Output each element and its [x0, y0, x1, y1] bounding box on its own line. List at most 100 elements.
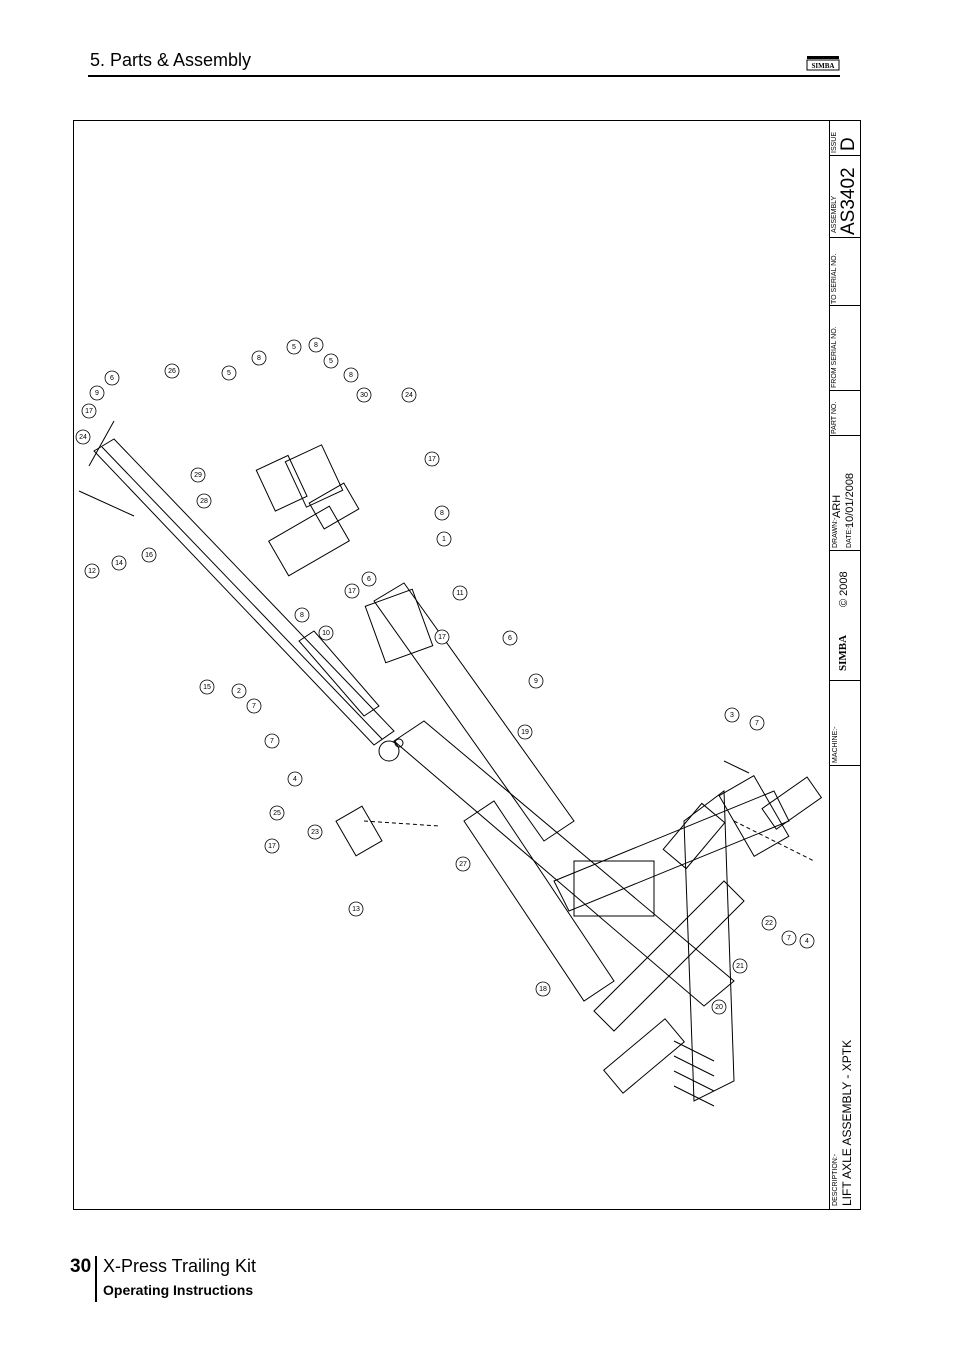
svg-text:7: 7	[755, 720, 759, 727]
callout: 24	[75, 429, 91, 445]
svg-text:5: 5	[329, 358, 333, 365]
machine-label: MACHINE:-	[832, 726, 839, 763]
callout: 7	[781, 930, 797, 946]
callout: 30	[356, 387, 372, 403]
svg-text:16: 16	[145, 552, 153, 559]
callout: 7	[264, 733, 280, 749]
issue-value: D	[838, 137, 859, 151]
svg-text:29: 29	[194, 472, 202, 479]
svg-text:18: 18	[539, 986, 547, 993]
svg-text:8: 8	[314, 342, 318, 349]
document-subtitle: Operating Instructions	[103, 1282, 254, 1298]
svg-text:22: 22	[765, 920, 773, 927]
copyright-text: © 2008	[838, 571, 850, 607]
svg-text:21: 21	[736, 963, 744, 970]
svg-text:8: 8	[349, 372, 353, 379]
part-no-cell: PART NO.	[830, 391, 861, 436]
callout: 20	[711, 999, 727, 1015]
svg-text:7: 7	[787, 935, 791, 942]
callout: 12	[84, 563, 100, 579]
svg-text:23: 23	[311, 829, 319, 836]
callout: 8	[294, 607, 310, 623]
callout: 17	[424, 451, 440, 467]
svg-text:8: 8	[440, 510, 444, 517]
svg-text:26: 26	[168, 368, 176, 375]
assembly-label: ASSEMBLY	[831, 195, 838, 233]
callout: 8	[434, 505, 450, 521]
callout: 3	[724, 707, 740, 723]
svg-text:8: 8	[300, 612, 304, 619]
callout: 5	[221, 365, 237, 381]
brand-logo-text: SIMBA	[837, 634, 849, 671]
svg-text:25: 25	[273, 810, 281, 817]
callout: 17	[434, 629, 450, 645]
svg-text:13: 13	[352, 906, 360, 913]
from-serial-label: FROM SERIAL NO.	[831, 326, 838, 388]
drawn-value: ARH	[831, 494, 843, 518]
callout: 4	[287, 771, 303, 787]
callout: 15	[199, 679, 215, 695]
callout: 28	[196, 493, 212, 509]
callout: 2	[231, 683, 247, 699]
drawing-frame	[73, 120, 861, 1210]
callout: 14	[111, 555, 127, 571]
description-label: DESCRIPTION:-	[832, 1153, 839, 1206]
part-no-label: PART NO.	[831, 401, 838, 434]
to-serial-cell: TO SERIAL NO.	[830, 238, 861, 306]
callout: 17	[264, 838, 280, 854]
svg-text:3: 3	[730, 712, 734, 719]
svg-text:10: 10	[322, 630, 330, 637]
svg-text:9: 9	[534, 678, 538, 685]
brand-cell: © 2008 SIMBA	[830, 551, 861, 681]
callout: 9	[528, 673, 544, 689]
svg-text:9: 9	[95, 390, 99, 397]
svg-text:7: 7	[270, 738, 274, 745]
callout: 6	[361, 571, 377, 587]
page-number: 30	[70, 1256, 92, 1277]
callout: 8	[251, 350, 267, 366]
svg-text:17: 17	[348, 588, 356, 595]
callout: 1	[436, 531, 452, 547]
svg-text:12: 12	[88, 568, 96, 575]
date-value: 10/01/2008	[844, 472, 856, 528]
svg-text:7: 7	[252, 703, 256, 710]
callout: 19	[517, 724, 533, 740]
callout: 27	[455, 856, 471, 872]
drawn-label: DRAWN:-	[832, 517, 839, 548]
svg-text:20: 20	[715, 1004, 723, 1011]
svg-text:4: 4	[805, 938, 809, 945]
description-cell: DESCRIPTION:- LIFT AXLE ASSEMBLY - XPTK	[830, 766, 861, 1209]
to-serial-label: TO SERIAL NO.	[831, 253, 838, 304]
callout: 29	[190, 467, 206, 483]
svg-text:5: 5	[292, 344, 296, 351]
callout: 7	[246, 698, 262, 714]
svg-text:17: 17	[428, 456, 436, 463]
svg-text:8: 8	[257, 355, 261, 362]
from-serial-cell: FROM SERIAL NO.	[830, 306, 861, 391]
callout: 5	[286, 339, 302, 355]
svg-text:24: 24	[405, 392, 413, 399]
svg-text:6: 6	[367, 576, 371, 583]
svg-text:1: 1	[442, 536, 446, 543]
callout: 4	[799, 933, 815, 949]
issue-cell: ISSUE D	[830, 121, 861, 156]
svg-text:17: 17	[268, 843, 276, 850]
issue-label: ISSUE	[831, 131, 838, 153]
footer-divider	[95, 1256, 97, 1302]
document-title: X-Press Trailing Kit	[103, 1256, 257, 1276]
header-rule	[88, 75, 840, 77]
callout: 16	[141, 547, 157, 563]
machine-cell: MACHINE:-	[830, 681, 861, 766]
callout: 6	[104, 370, 120, 386]
svg-text:24: 24	[79, 434, 87, 441]
svg-text:5: 5	[227, 370, 231, 377]
callout: 25	[269, 805, 285, 821]
svg-text:28: 28	[200, 498, 208, 505]
title-block: ISSUE D ASSEMBLY AS3402 TO SERIAL NO. FR…	[829, 121, 861, 1209]
section-title: 5. Parts & Assembly	[90, 50, 252, 70]
svg-text:27: 27	[459, 861, 467, 868]
callout: 17	[344, 583, 360, 599]
svg-text:14: 14	[115, 560, 123, 567]
callout: 8	[343, 367, 359, 383]
svg-text:6: 6	[508, 635, 512, 642]
